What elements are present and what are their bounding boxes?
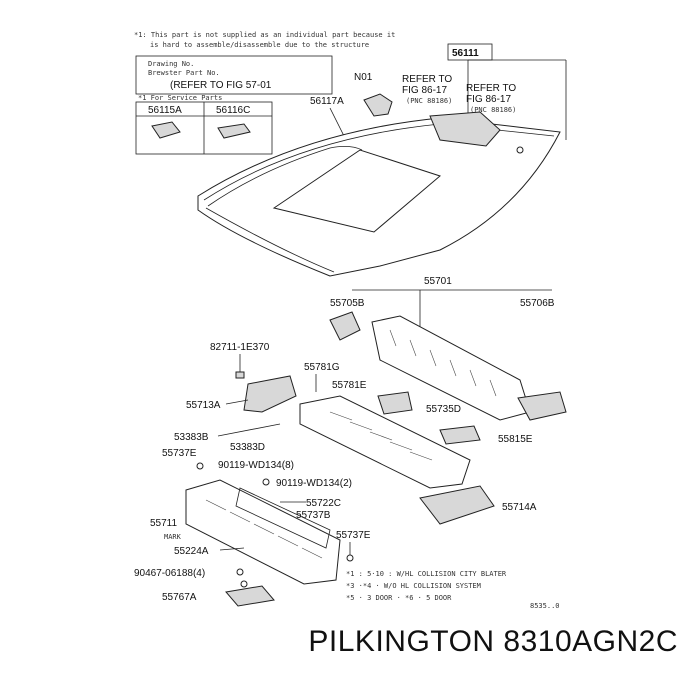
seal-55722C-outline: [235, 487, 331, 549]
mirror-mount-drawing: [363, 93, 393, 117]
bracket-55735D-drawing: [377, 391, 413, 415]
legend-line-1: *1 : 5·10 : W/HL COLLISION CITY BLATER: [346, 570, 507, 578]
label-55713A: 55713A: [186, 400, 221, 411]
label-n01: N01: [354, 72, 373, 83]
bracket-56116C-drawing: [217, 123, 251, 139]
label-55815E: 55815E: [498, 434, 533, 445]
label-82711-1E370: 82711-1E370: [210, 342, 270, 353]
note-line-2: is hard to assemble/disassemble due to t…: [150, 41, 369, 49]
refer-1-c: (PNC 88186): [406, 97, 452, 105]
label-56111: 56111: [452, 48, 479, 59]
label-55737E-lower: 55737E: [336, 530, 371, 541]
label-90119-WD134-8: 90119-WD134(8): [218, 460, 294, 471]
label-55737B: 55737B: [296, 510, 331, 521]
refer-2-a: REFER TO: [466, 83, 516, 94]
bracket-55767A-drawing: [225, 585, 275, 607]
cowl-lower-panel-ribs: [329, 411, 433, 461]
label-53383D: 53383D: [230, 442, 265, 453]
bracket-56115A-drawing: [151, 121, 181, 139]
label-55711: 55711: [150, 518, 178, 529]
label-mark: MARK: [164, 533, 182, 541]
label-55781G: 55781G: [304, 362, 340, 373]
refer-2-b: FIG 86-17: [466, 94, 511, 105]
windshield-inner-panel: [272, 149, 442, 233]
label-55701: 55701: [424, 276, 452, 287]
service-parts-title: *1 For Service Parts: [138, 94, 222, 102]
label-55767A: 55767A: [162, 592, 197, 603]
label-55224A: 55224A: [174, 546, 209, 557]
bracket-55815E-drawing: [439, 425, 481, 445]
mirror-bracket-drawing: [429, 111, 501, 147]
label-56115A: 56115A: [148, 105, 182, 116]
refer-box: [135, 55, 333, 95]
label-55735D: 55735D: [426, 404, 461, 415]
dash-panel: [185, 479, 341, 585]
refer-box-line-1: Drawing No.: [148, 60, 194, 68]
exploded-parts-diagram: *1: This part is not supplied as an indi…: [134, 31, 567, 610]
legend-line-2: *3 ·*4 · W/O HL COLLISION SYSTEM: [346, 582, 481, 590]
dash-panel-ribs: [205, 499, 323, 559]
cowl-lower-panel: [299, 395, 471, 489]
refer-1-a: REFER TO: [402, 74, 452, 85]
cowl-top-panel-ribs: [389, 329, 497, 397]
bracket-55705B-drawing: [329, 311, 361, 341]
label-90119-WD134-2: 90119-WD134(2): [276, 478, 352, 489]
bracket-55713A-drawing: [243, 375, 297, 413]
refer-2-c: (PNC 88186): [470, 106, 516, 114]
refer-box-fig: (REFER TO FIG 57-01: [170, 80, 272, 91]
note-line-1: *1: This part is not supplied as an indi…: [134, 31, 395, 39]
label-55781E: 55781E: [332, 380, 367, 391]
legend-line-3: *5 · 3 DOOR · *6 · 5 DOOR: [346, 594, 452, 602]
label-56117A: 56117A: [310, 96, 344, 107]
refer-1-b: FIG 86-17: [402, 85, 447, 96]
label-55706B: 55706B: [520, 298, 555, 309]
bracket-55714A-drawing: [419, 485, 495, 525]
diagram-code: 8535..0: [530, 602, 560, 610]
bracket-55706B-drawing: [517, 391, 567, 421]
label-90467-06188: 90467-06188(4): [134, 568, 205, 579]
refer-box-line-2: Brewster Part No.: [148, 69, 220, 77]
label-55714A: 55714A: [502, 502, 537, 513]
label-53383B: 53383B: [174, 432, 209, 443]
label-55737E-upper: 55737E: [162, 448, 197, 459]
label-55722C: 55722C: [306, 498, 341, 509]
label-55705B: 55705B: [330, 298, 365, 309]
label-56116C: 56116C: [216, 105, 250, 116]
brand-part-number: PILKINGTON 8310AGN2C: [308, 625, 678, 658]
